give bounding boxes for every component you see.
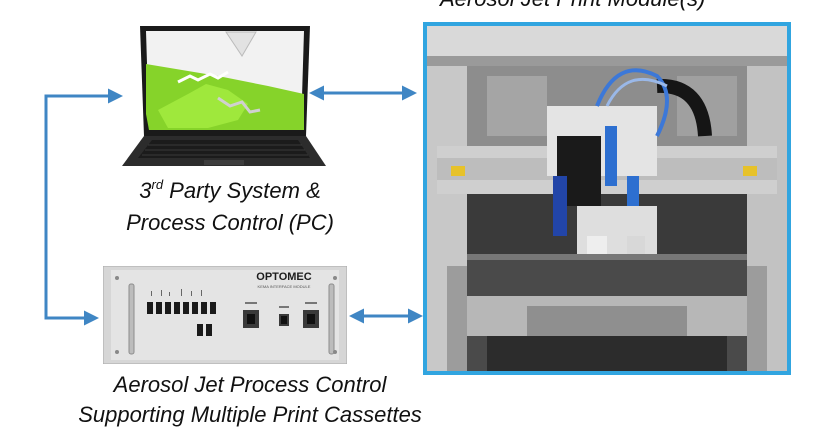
pc-caption-line-1: 3rd Party System & (139, 177, 321, 203)
pc-caption: 3rd Party System & Process Control (PC) (80, 175, 380, 239)
process-control-rack-unit: OPTOMEC KEMA INTERFACE MODULE (103, 266, 347, 364)
process-control-caption-line-2: Supporting Multiple Print Cassettes (78, 402, 422, 427)
pc-caption-line-2: Process Control (PC) (126, 210, 334, 235)
print-module-photo (423, 22, 791, 375)
pc-to-control-bracket (44, 88, 123, 326)
rack-module-label: KEMA INTERFACE MODULE (258, 284, 311, 289)
rack-brand: OPTOMEC (256, 271, 311, 283)
print-module-title: Aerosol Jet Print Module(s) (440, 0, 780, 12)
print-module-illustration (427, 26, 787, 371)
laptop-image (122, 26, 326, 166)
process-control-caption-line-1: Aerosol Jet Process Control (113, 372, 387, 397)
process-control-caption: Aerosol Jet Process Control Supporting M… (20, 370, 480, 430)
